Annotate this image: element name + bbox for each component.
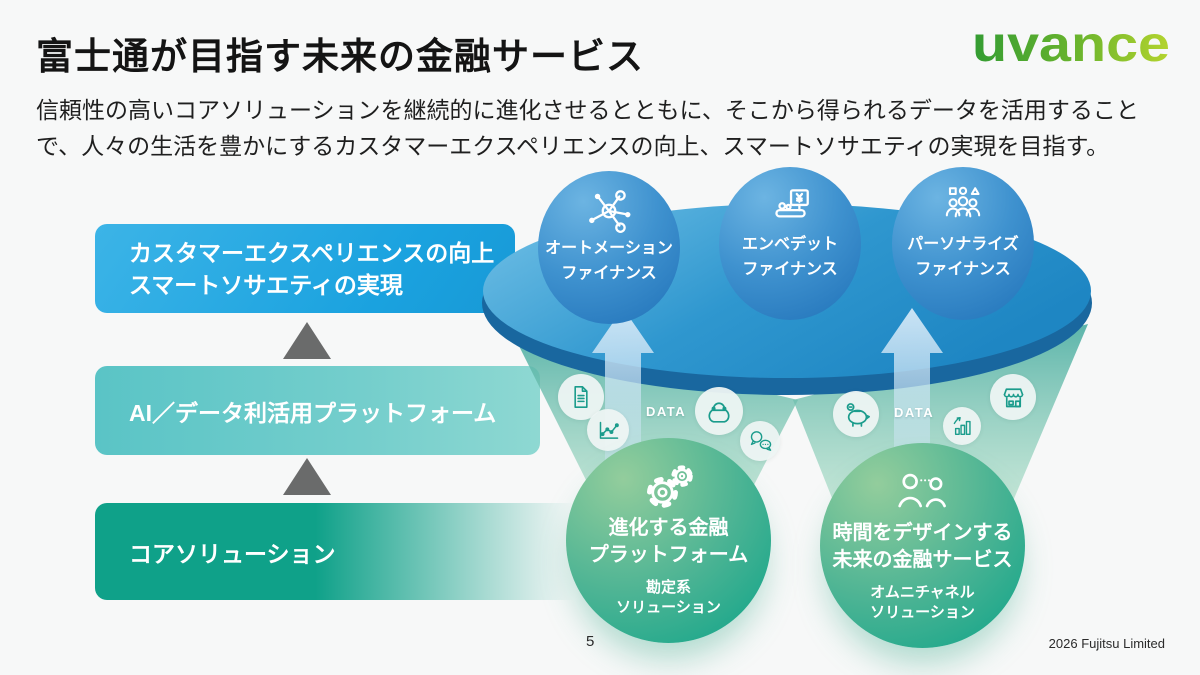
circle1-sub2: ソリューション [616, 599, 721, 616]
intro-line-2: で、人々の生活を豊かにするカスタマーエクスペリエンスの向上、スマートソサエティの… [36, 133, 1110, 159]
bubble-personalize-finance: パーソナライズ ファイナンス [892, 167, 1034, 320]
mini-icon-line-chart [587, 409, 629, 451]
layer2-label: AI／データ利活用プラットフォーム [129, 399, 497, 426]
bubble3-line2: ファイナンス [915, 261, 1011, 278]
circle2-title2: 未来の金融サービス [832, 549, 1013, 571]
bubble1-line2: ファイナンス [561, 265, 657, 282]
circle2-sub2: ソリューション [870, 604, 975, 621]
intro-text: 信頼性の高いコアソリューションを継続的に進化させるとともに、そこから得られるデー… [36, 92, 1186, 164]
store-icon [1003, 387, 1023, 407]
data-label-right: DATA [894, 405, 935, 420]
page-number: 5 [586, 633, 595, 650]
mini-icon-store [990, 374, 1036, 420]
circle-evolving-finance-platform: 進化する金融プラットフォーム 勘定系ソリューション [566, 438, 771, 643]
page-title: 富士通が目指す未来の金融サービス [36, 36, 644, 77]
line-chart-icon [599, 421, 619, 439]
data-label-left: DATA [646, 404, 687, 419]
uvance-logo: uvance [972, 16, 1170, 70]
bubble3-line1: パーソナライズ [907, 236, 1019, 253]
gears-icon [646, 465, 693, 508]
copyright: 2026 Fujitsu Limited [1048, 636, 1165, 651]
circle1-sub1: 勘定系 [645, 579, 691, 596]
mini-icon-purse [695, 387, 743, 435]
layer3-label: コアソリューション [129, 540, 336, 567]
purse-icon [708, 402, 730, 423]
circle2-sub1: オムニチャネル [870, 584, 975, 601]
mini-icon-piggy-bank [833, 391, 879, 437]
bubble2-line2: ファイナンス [742, 261, 838, 278]
bubble2-line1: エンベデット [741, 236, 838, 253]
bar-chart-icon [953, 417, 971, 435]
chat-icon [750, 431, 772, 451]
up-arrow-1 [283, 322, 331, 359]
piggy-bank-icon [846, 403, 870, 427]
up-arrow-2 [283, 458, 331, 495]
layer-customer-experience: カスタマーエクスペリエンスの向上 スマートソサエティの実現 [95, 224, 515, 313]
mini-icon-chat [740, 421, 780, 461]
circle2-title1: 時間をデザインする [832, 522, 1013, 544]
layer-core-solution: コアソリューション [95, 503, 585, 600]
bubble-embedded-finance: エンベデット ファイナンス [719, 167, 861, 320]
document-icon [574, 386, 588, 408]
uvance-logo-text: uvance [972, 16, 1170, 70]
mini-icon-bar-chart [943, 407, 981, 445]
layer1-line1: カスタマーエクスペリエンスの向上 [129, 239, 495, 266]
layer1-line2: スマートソサエティの実現 [129, 271, 403, 298]
bubble-automation-finance: オートメーション ファイナンス [538, 171, 680, 324]
bubble1-line1: オートメーション [545, 240, 673, 257]
intro-line-1: 信頼性の高いコアソリューションを継続的に進化させるとともに、そこから得られるデー… [36, 97, 1139, 123]
circle-future-finance-service: 時間をデザインする未来の金融サービス オムニチャネルソリューション [820, 443, 1025, 648]
people-pair-icon [897, 473, 946, 508]
layer-ai-data-platform: AI／データ利活用プラットフォーム [95, 366, 540, 455]
network-icon [589, 190, 631, 233]
pos-register-icon [775, 189, 809, 218]
circle1-title2: プラットフォーム [588, 544, 749, 566]
people-group-icon [945, 186, 981, 218]
circle1-title1: 進化する金融 [608, 517, 729, 539]
